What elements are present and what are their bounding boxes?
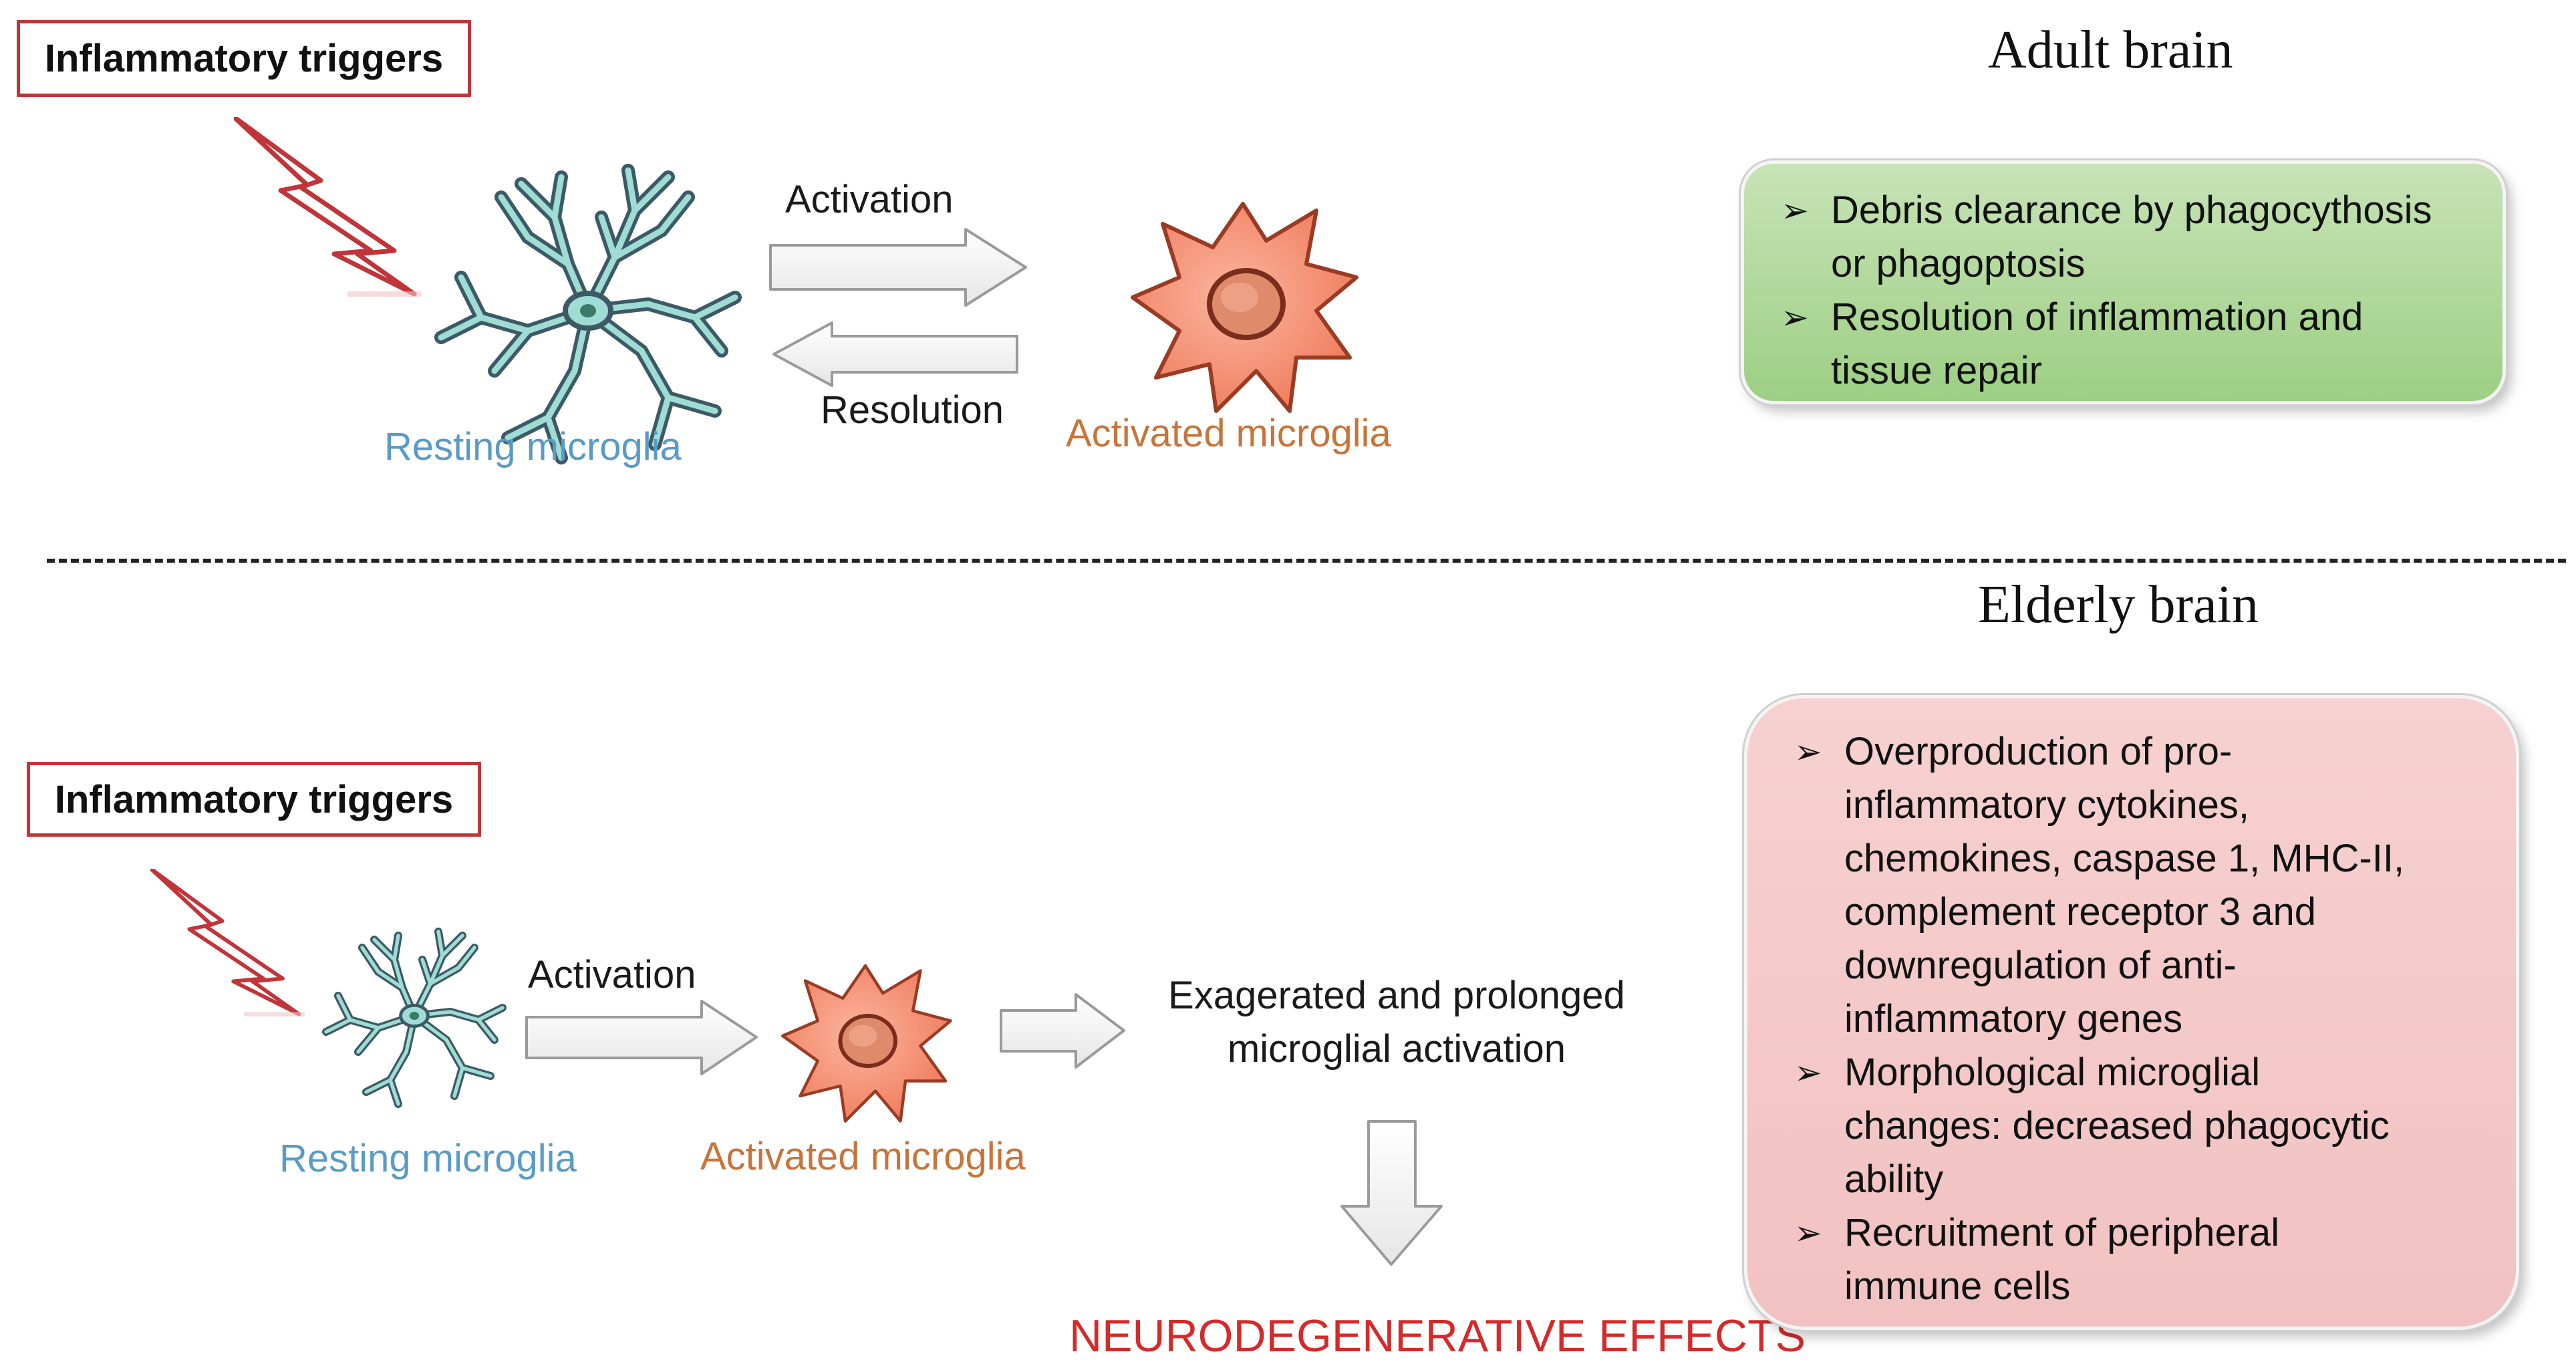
section-divider	[47, 559, 2566, 563]
bullet-line: Debris clearance by phagocythosis	[1831, 188, 2432, 232]
adult-activated-label: Activated microglia	[1066, 412, 1391, 455]
bullet-arrow-icon: ➢	[1781, 299, 1809, 336]
bullet-line: chemokines, caspase 1, MHC-II,	[1844, 837, 2405, 880]
elderly-activated-microglia-icon	[775, 956, 956, 1126]
adult-resolution-label: Resolution	[821, 388, 1004, 432]
bullet-item: ➢ Recruitment of peripheral immune cells	[1774, 1206, 2489, 1313]
outcome-down-arrow	[1340, 1120, 1443, 1266]
bullet-line: Overproduction of pro-	[1844, 730, 2233, 773]
bullet-line: tissue repair	[1831, 349, 2042, 392]
bullet-item: ➢ Morphological microglial changes: decrea…	[1774, 1046, 2489, 1206]
elderly-outcome-box: ➢ Overproduction of pro-inflammatory cyto…	[1744, 695, 2519, 1330]
adult-resting-label: Resting microglia	[384, 425, 682, 468]
adult-trigger-box: Inflammatory triggers	[17, 20, 471, 97]
bullet-line: changes: decreased phagocytic	[1844, 1104, 2390, 1147]
elderly-lightning-icon	[150, 869, 305, 1016]
bullet-line: ability	[1844, 1157, 1944, 1201]
elderly-trigger-box: Inflammatory triggers	[27, 762, 481, 837]
adult-resolution-arrow	[772, 321, 1018, 387]
elderly-resting-microglia-icon	[314, 919, 515, 1113]
bullet-line: or phagoptosis	[1831, 242, 2086, 285]
bullet-arrow-icon: ➢	[1794, 733, 1822, 771]
elderly-activated-label: Activated microglia	[700, 1135, 1026, 1178]
neurodegenerative-effects-label: NEURODEGENERATIVE EFFECTS	[1069, 1311, 1806, 1361]
adult-bullet-list: ➢ Debris clearance by phagocythosis or pha…	[1761, 184, 2476, 398]
bullet-line: Morphological microglial	[1844, 1051, 2261, 1094]
adult-activated-microglia-icon	[1123, 190, 1363, 418]
bullet-line: inflammatory cytokines,	[1844, 783, 2249, 827]
bullet-arrow-icon: ➢	[1794, 1054, 1822, 1091]
adult-activation-label: Activation	[785, 178, 954, 221]
adult-trigger-label: Inflammatory triggers	[44, 37, 444, 80]
exaggerated-line-1: Exagerated and prolonged	[1168, 974, 1625, 1017]
bullet-arrow-icon: ➢	[1781, 192, 1809, 229]
elderly-activation-label: Activation	[528, 953, 696, 996]
bullet-arrow-icon: ➢	[1794, 1214, 1822, 1252]
elderly-section-title: Elderly brain	[1978, 575, 2259, 634]
elderly-bullet-list: ➢ Overproduction of pro-inflammatory cyto…	[1774, 725, 2489, 1313]
adult-lightning-icon	[234, 117, 421, 297]
elderly-resting-label: Resting microglia	[279, 1137, 577, 1180]
bullet-line: Resolution of inflammation and	[1831, 295, 2364, 339]
bullet-line: complement receptor 3 and	[1844, 890, 2317, 934]
exaggerated-line-2: microglial activation	[1227, 1027, 1566, 1071]
bullet-line: downregulation of anti-	[1844, 944, 2237, 987]
exaggerated-activation-text: Exagerated and prolonged microglial acti…	[1109, 969, 1684, 1076]
adult-section-title: Adult brain	[1988, 21, 2233, 80]
elderly-trigger-label: Inflammatory triggers	[54, 777, 454, 821]
elderly-progression-arrow	[1000, 993, 1125, 1069]
bullet-line: Recruitment of peripheral	[1844, 1211, 2280, 1254]
bullet-item: ➢ Resolution of inflammation and tissue re…	[1761, 291, 2476, 398]
bullet-item: ➢ Debris clearance by phagocythosis or pha…	[1761, 184, 2476, 291]
bullet-item: ➢ Overproduction of pro-inflammatory cyto…	[1774, 725, 2489, 1046]
adult-resting-microglia-icon	[421, 154, 755, 468]
adult-activation-arrow	[769, 228, 1027, 307]
bullet-line: inflammatory genes	[1844, 997, 2183, 1041]
adult-outcome-box: ➢ Debris clearance by phagocythosis or pha…	[1741, 160, 2506, 404]
elderly-activation-arrow	[525, 1000, 758, 1075]
bullet-line: immune cells	[1844, 1264, 2071, 1308]
